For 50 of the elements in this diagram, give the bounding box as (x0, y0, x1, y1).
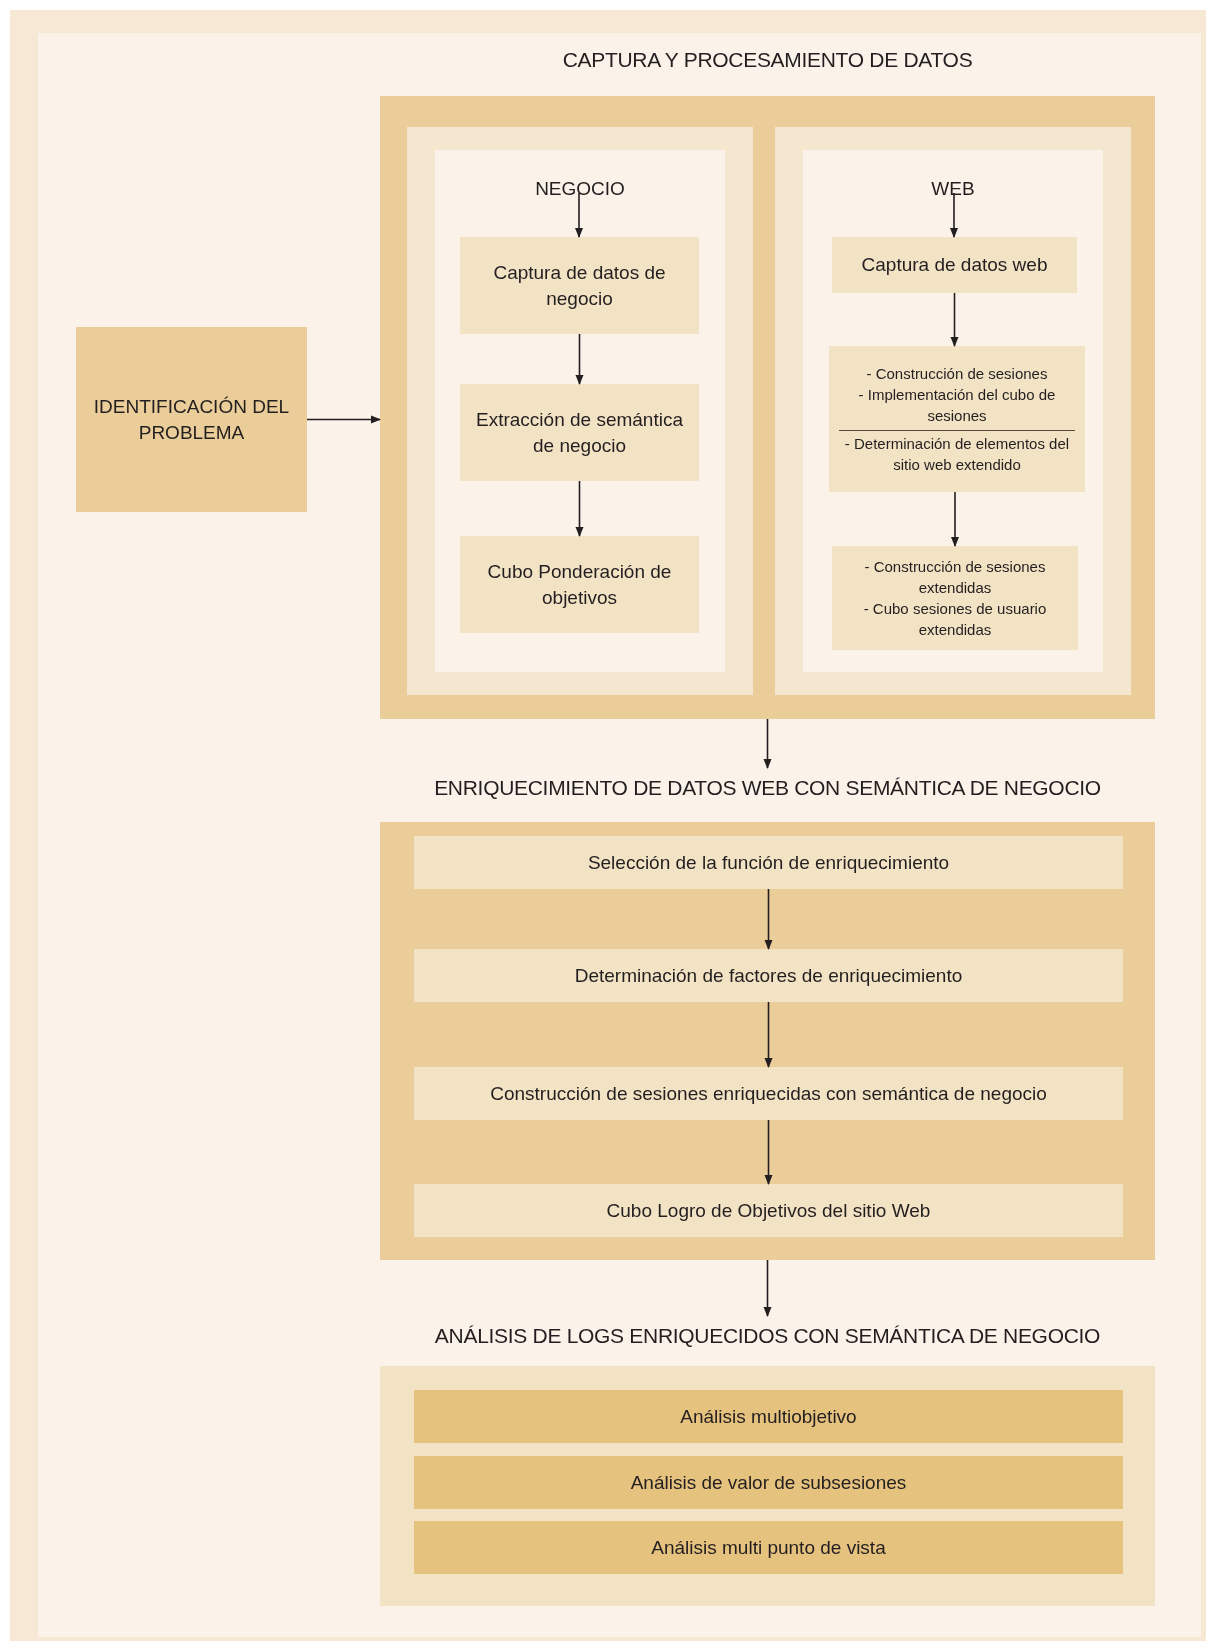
arrow (763, 718, 772, 769)
box-label: Cubo Logro de Objetivos del sitio Web (606, 1198, 931, 1223)
arrow (950, 292, 959, 347)
box-label: Cubo Ponderación de objetivos (486, 559, 673, 610)
arrow (575, 480, 584, 537)
process-box (460, 536, 699, 633)
box-label: Determinación de factores de enriquecimiento (574, 963, 963, 988)
process-box (832, 237, 1077, 293)
box-label: - Cubo sesiones de usuario extendidas (862, 599, 1048, 640)
column-panel (407, 127, 753, 695)
box-label: Selección de la función de enriquecimiento (587, 850, 950, 875)
column-heading: WEB (930, 178, 976, 200)
process-box (414, 836, 1123, 889)
box-label: - Construcción de sesiones (866, 364, 1048, 384)
arrow (575, 333, 584, 385)
column-heading: NEGOCIO (534, 178, 626, 200)
arrow (306, 415, 381, 424)
process-box (414, 1067, 1123, 1120)
process-box (414, 1184, 1123, 1237)
arrow (950, 192, 958, 238)
process-box (460, 384, 699, 481)
arrow (764, 888, 773, 950)
arrow (763, 1259, 772, 1317)
arrow (764, 1119, 773, 1185)
process-box (829, 346, 1085, 492)
box-label: Extracción de semántica de negocio (475, 407, 684, 458)
process-box (414, 949, 1123, 1002)
box-label: Captura de datos de negocio (492, 260, 667, 311)
process-box (414, 1456, 1123, 1509)
process-box (414, 1521, 1123, 1574)
section-title: ENRIQUECIMIENTO DE DATOS WEB CON SEMÁNTICA DE NEGOCIO (433, 776, 1102, 800)
process-box (460, 237, 699, 334)
process-box (832, 546, 1078, 650)
box-label: IDENTIFICACIÓN DEL PROBLEMA (92, 394, 291, 445)
box-label: - Construcción de sesiones extendidas (863, 557, 1047, 598)
box-label: - Determinación de elementos del sitio web extendido (843, 434, 1071, 475)
box-label: Análisis multi punto de vista (651, 1535, 886, 1560)
box-label: Análisis multiobjetivo (680, 1404, 857, 1429)
arrow (764, 1001, 773, 1068)
section-title: ANÁLISIS DE LOGS ENRIQUECIDOS CON SEMÁNTICA DE NEGOCIO (433, 1324, 1102, 1348)
arrow (575, 192, 583, 238)
arrow (951, 491, 959, 547)
box-label: Captura de datos web (861, 253, 1048, 278)
column-panel (775, 127, 1131, 695)
section-title: CAPTURA Y PROCESAMIENTO DE DATOS (561, 48, 974, 72)
box-label: - Implementación del cubo de sesiones (857, 385, 1057, 426)
box-label: Análisis de valor de subsesiones (630, 1470, 907, 1495)
box-label: Construcción de sesiones enriquecidas con semántica de negocio (490, 1081, 1047, 1106)
process-box (76, 327, 307, 512)
process-box (414, 1390, 1123, 1443)
